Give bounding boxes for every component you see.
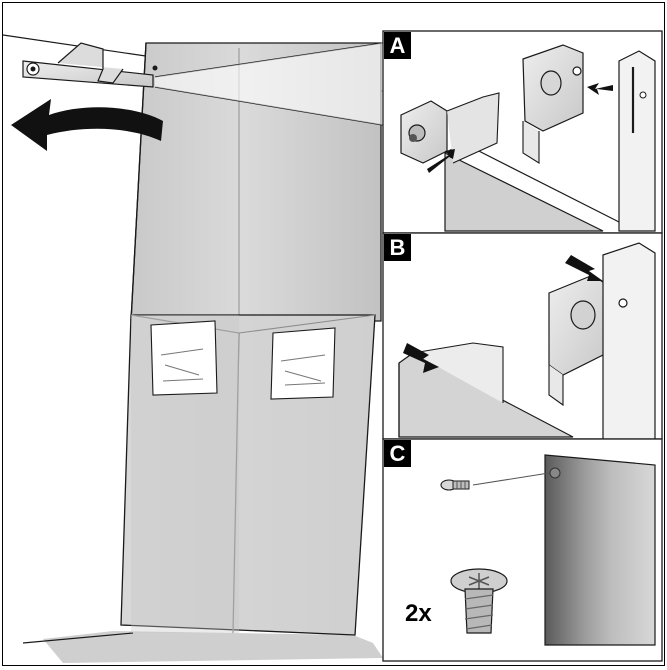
panel-a: A (382, 30, 663, 234)
floor-shadow (43, 631, 383, 663)
main-scene (3, 34, 384, 663)
push-arrow-icon (565, 255, 603, 281)
push-arrow-icon (427, 149, 455, 173)
screw-icon (440, 479, 470, 491)
panel-c: C 2x (382, 438, 663, 662)
ceiling-bracket (22, 42, 158, 88)
tape-strip-right (270, 327, 336, 400)
panel-a-label: A (390, 33, 406, 58)
diagram-canvas: A B (3, 30, 663, 663)
panel-b-label: B (390, 235, 406, 260)
rotate-left-arrow-icon (11, 99, 163, 151)
push-arrow-icon (587, 83, 613, 95)
panel-b: B (382, 232, 663, 440)
push-arrow-icon (403, 343, 439, 373)
tape-strip-left (150, 320, 218, 396)
side-panel (544, 454, 656, 646)
screw-quantity: 2x (405, 600, 432, 627)
panel-c-label: C (390, 441, 406, 466)
screw-icon (450, 568, 508, 634)
